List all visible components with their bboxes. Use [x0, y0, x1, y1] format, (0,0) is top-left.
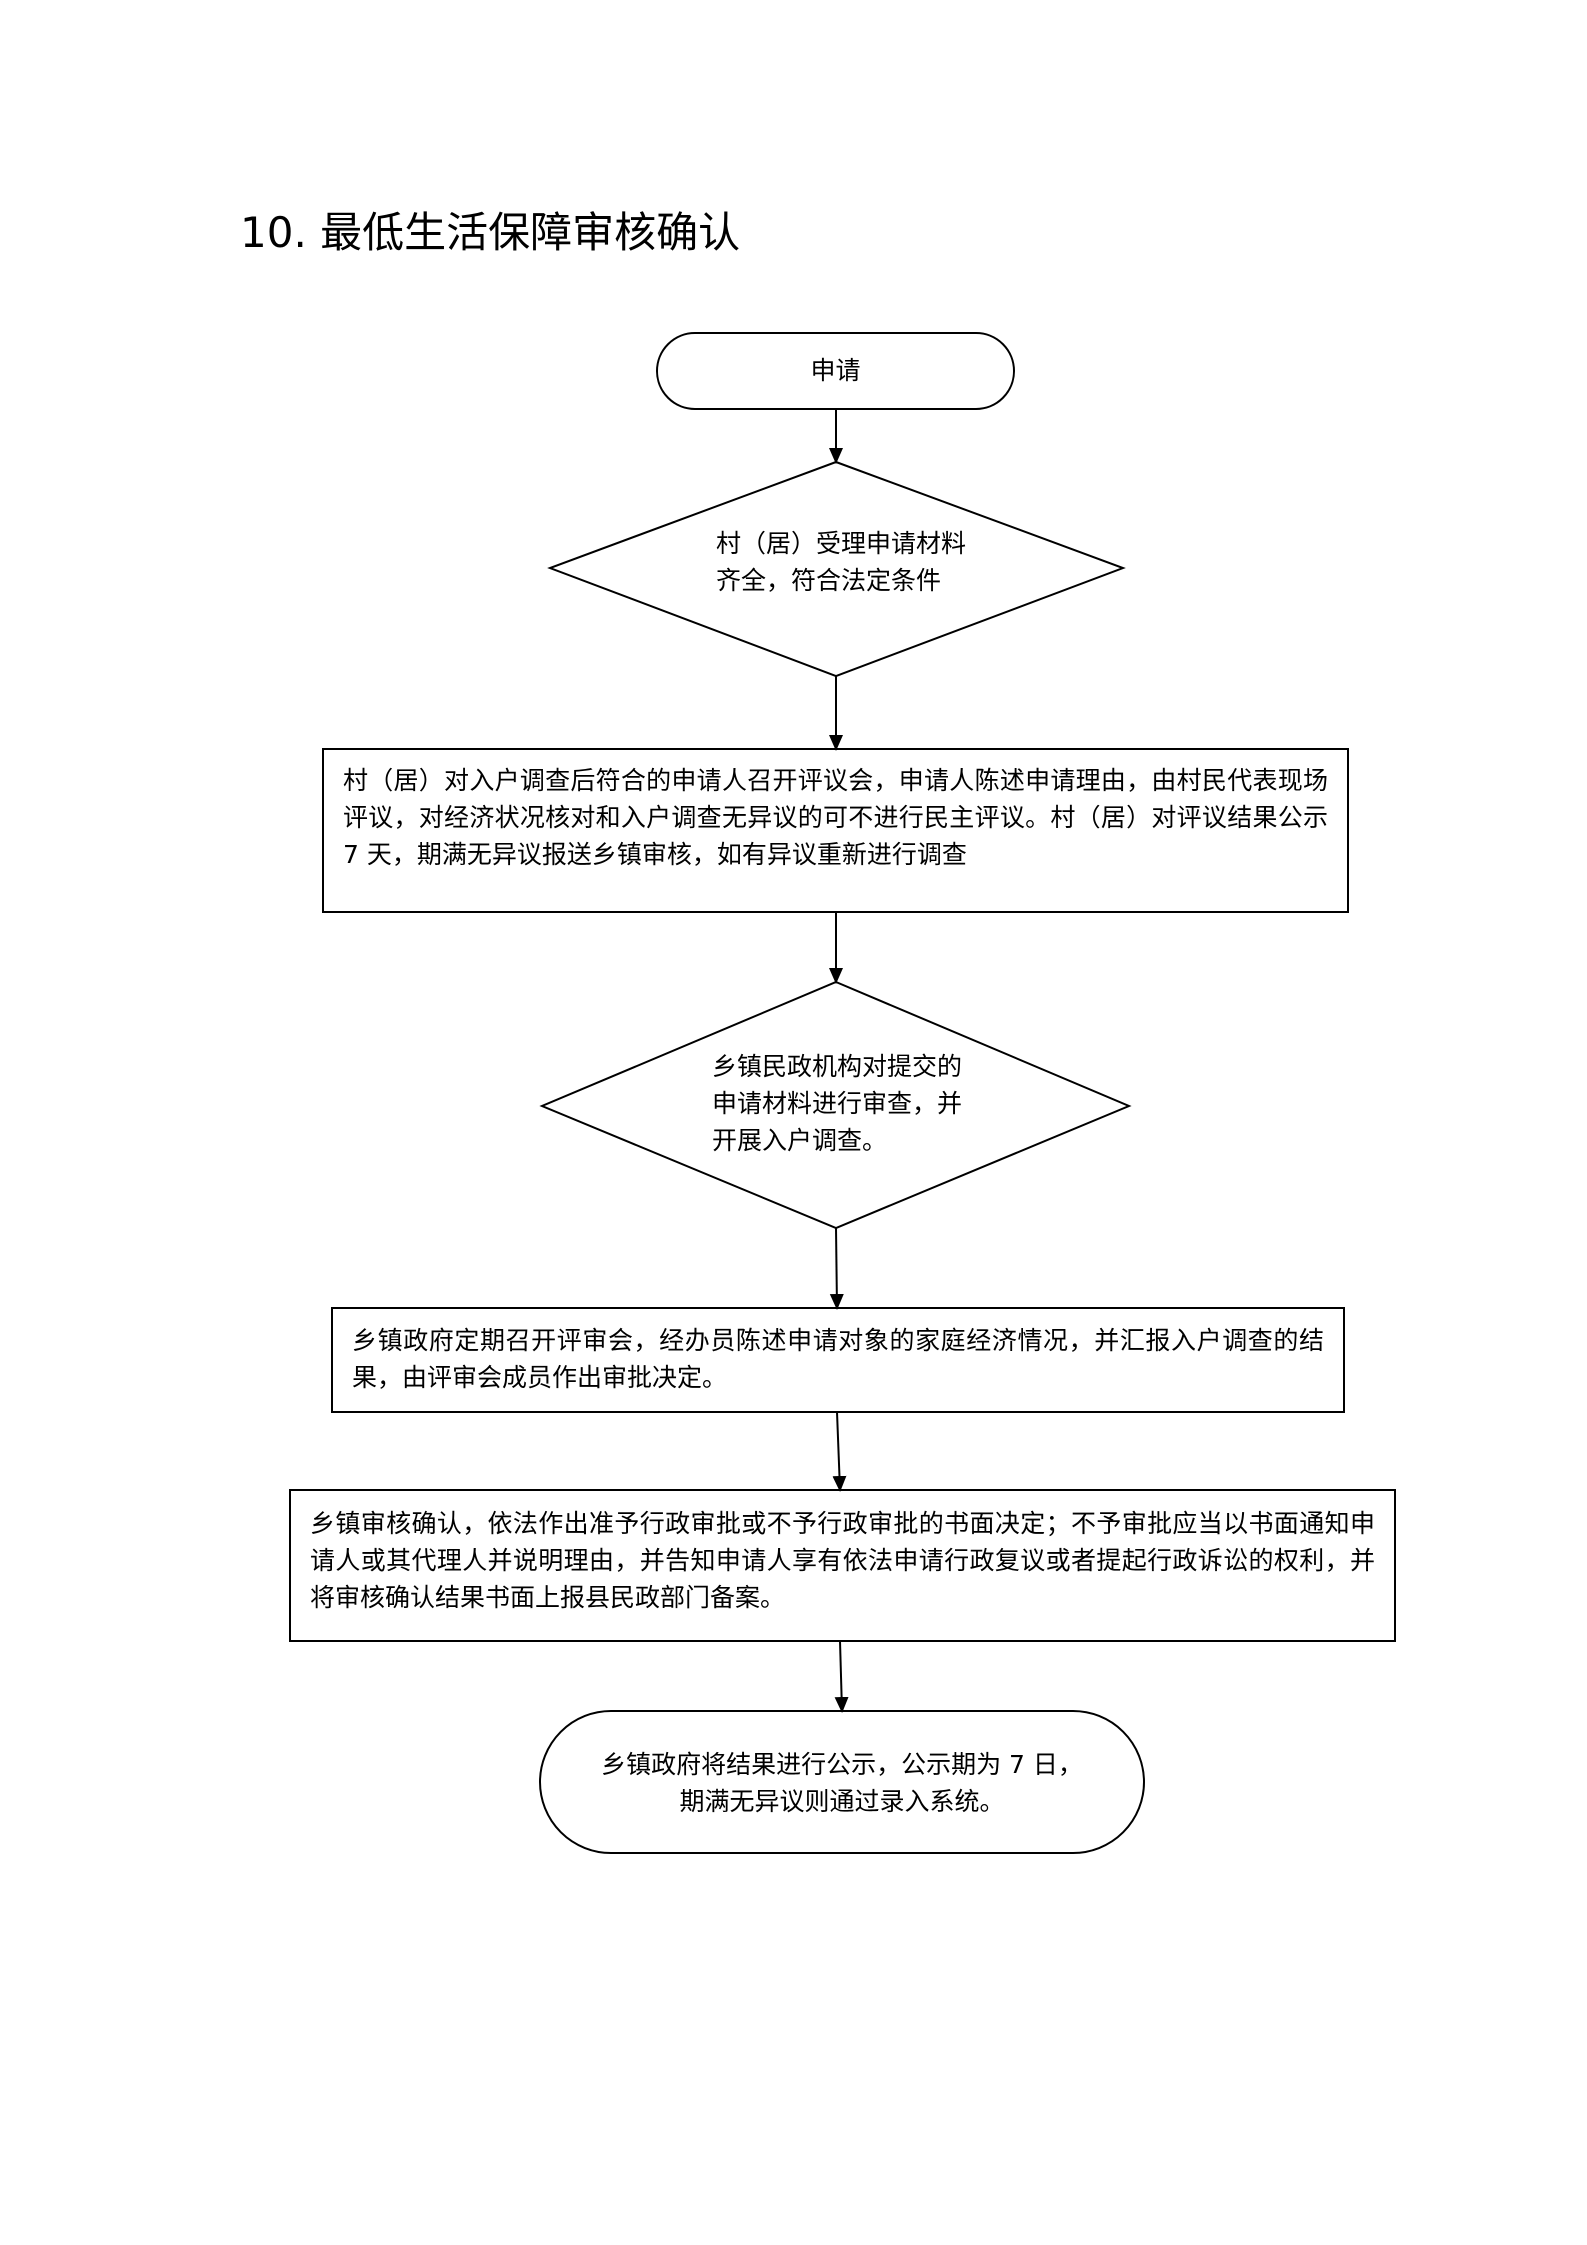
village-review-box-shape	[322, 748, 1349, 913]
start-node-label: 申请	[810, 356, 861, 385]
township-meeting-box-shape	[331, 1307, 1345, 1413]
arrow-township-check-to-meeting	[829, 1227, 844, 1310]
township-confirm-box-shape	[289, 1489, 1396, 1642]
publicize-node-label: 乡镇政府将结果进行公示，公示期为 7 日，期满无异议则通过录入系统。	[601, 1750, 1083, 1816]
page-title: 10. 最低生活保障审核确认	[240, 208, 741, 257]
township-check-label: 乡镇民政机构对提交的申请材料进行审查，并开展入户调查。	[712, 1052, 963, 1155]
arrow-confirm-to-publicize	[834, 1640, 849, 1713]
village-accept-label: 村（居）受理申请材料齐全，符合法定条件	[716, 529, 967, 595]
township-confirm-label: 乡镇审核确认，依法作出准予行政审批或不予行政审批的书面决定；不予审批应当以书面通…	[310, 1509, 1375, 1612]
arrow-meeting-to-confirm	[832, 1411, 847, 1492]
township-meeting-label: 乡镇政府定期召开评审会，经办员陈述申请对象的家庭经济情况，并汇报入户调查的结果，…	[352, 1326, 1324, 1392]
village-review-label: 村（居）对入户调查后符合的申请人召开评议会，申请人陈述申请理由，由村民代表现场评…	[343, 766, 1328, 869]
